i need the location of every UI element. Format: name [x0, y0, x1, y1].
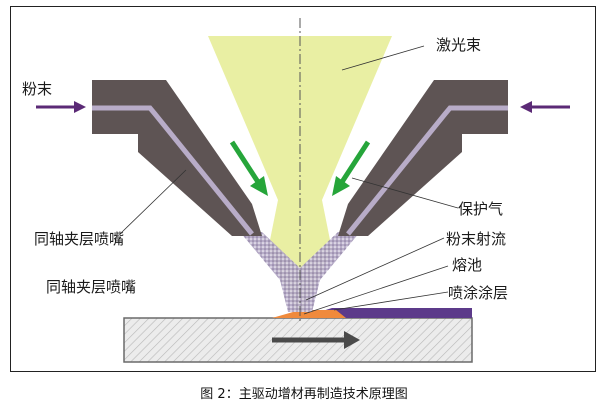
- powder-arrow-left: [36, 101, 86, 113]
- label-coaxial-nozzle-2: 同轴夹层喷嘴: [46, 278, 136, 296]
- powder-arrow-right: [520, 101, 570, 113]
- coating-layer: [300, 308, 472, 318]
- leader-powder-jet: [305, 237, 445, 301]
- left-powder-channel: [92, 105, 254, 236]
- coating-orange: [272, 310, 346, 318]
- label-coating-layer: 喷涂涂层: [448, 284, 508, 302]
- label-coaxial-nozzle: 同轴夹层喷嘴: [34, 230, 124, 248]
- laser-beam: [208, 36, 392, 320]
- leader-gas: [351, 177, 459, 209]
- leader-coating: [333, 291, 449, 311]
- label-shielding-gas: 保护气: [458, 200, 503, 218]
- leader-laser: [341, 45, 425, 71]
- label-melt-pool: 熔池: [452, 256, 482, 274]
- leader-nozzle: [119, 169, 187, 235]
- shielding-gas-arrow-right: [332, 140, 371, 196]
- figure-caption: 图 2：主驱动增材再制造技术原理图: [200, 387, 408, 402]
- label-powder-jet: 粉末射流: [446, 230, 506, 248]
- shielding-gas-arrow-left: [229, 140, 268, 196]
- right-powder-channel: [346, 105, 508, 236]
- label-powder: 粉末: [22, 80, 52, 98]
- move-direction-arrow: [272, 331, 360, 349]
- label-laser-beam: 激光束: [436, 36, 481, 54]
- leader-melt-pool: [303, 265, 449, 315]
